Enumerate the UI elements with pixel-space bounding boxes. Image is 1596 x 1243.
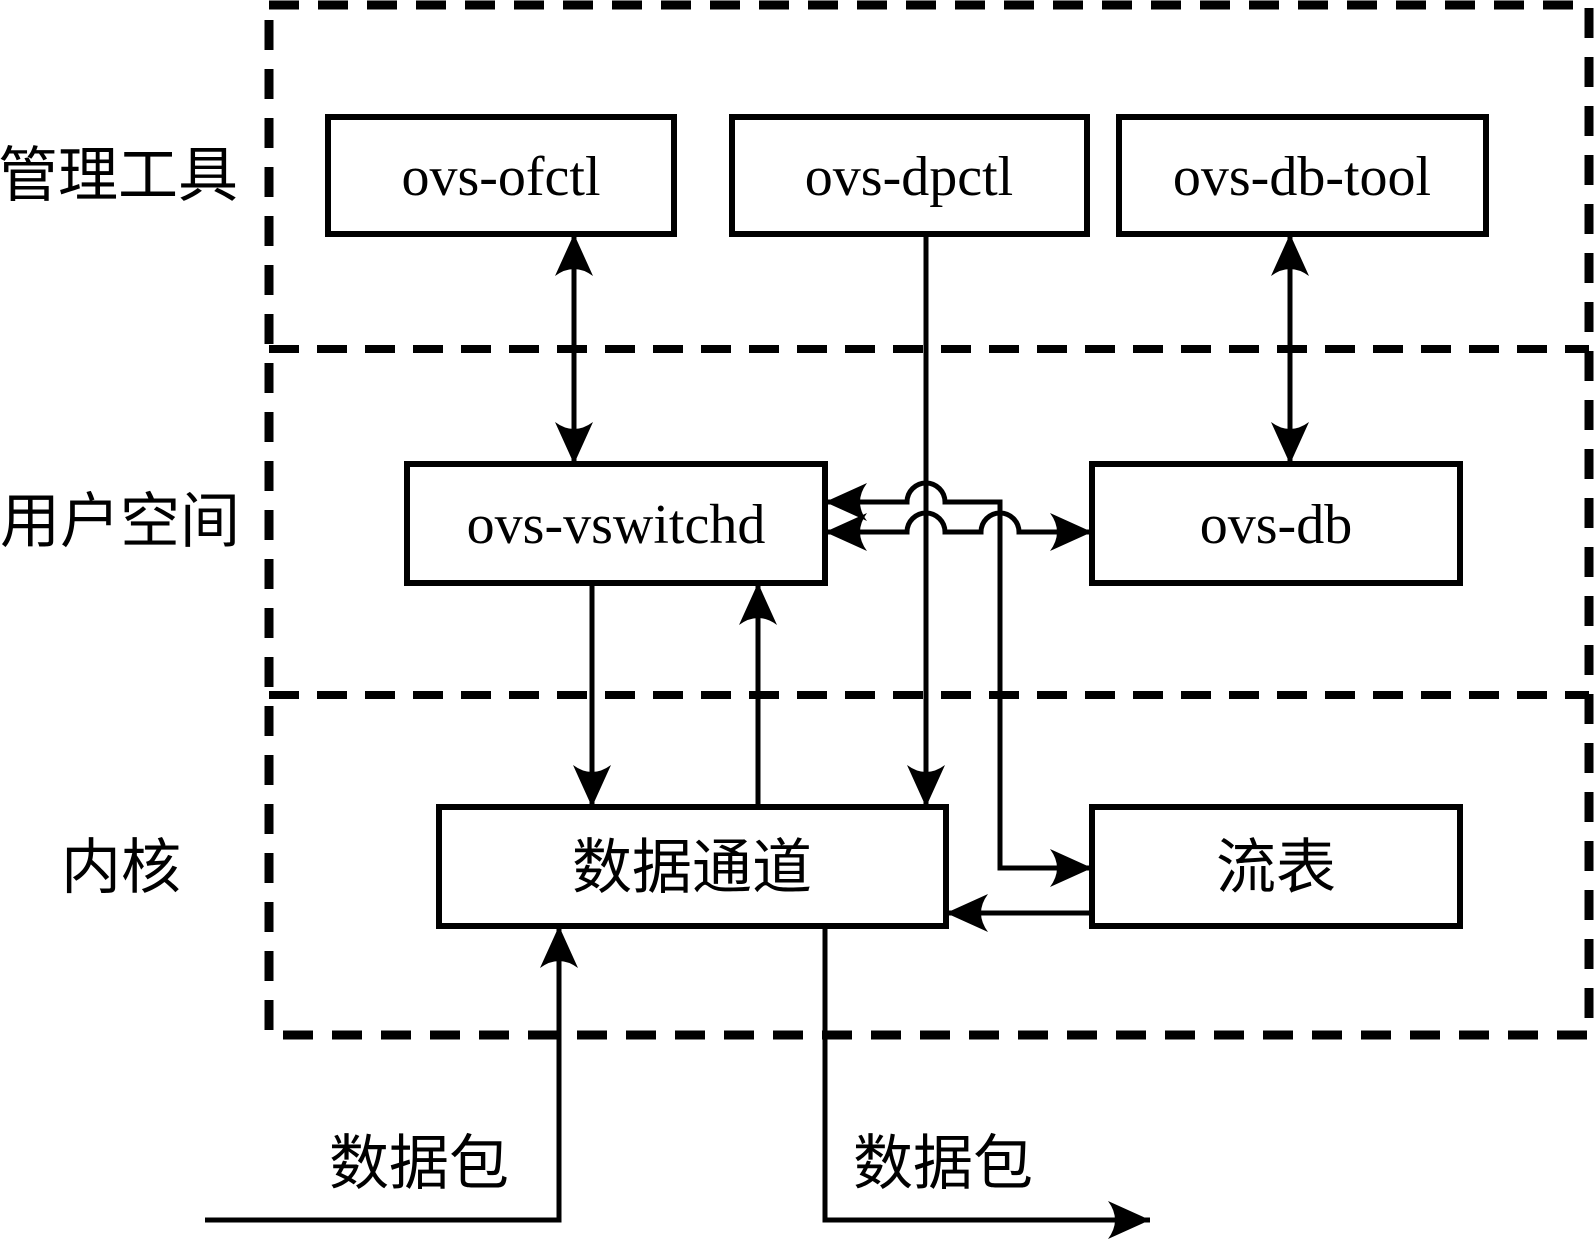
flow-table-label: 流表 <box>1216 835 1336 901</box>
edges <box>205 234 1309 1239</box>
ovs-db-tool-label: ovs-db-tool <box>1173 146 1431 208</box>
layer-label-kernel: 内核 <box>61 835 181 901</box>
edge-vswitchd-flowtable <box>825 480 1092 887</box>
outer-dashed-boundary <box>264 0 1594 1040</box>
node-ovs-ofctl: ovs-ofctl <box>325 114 677 237</box>
layer-label-userspace: 用户空间 <box>0 489 240 555</box>
node-ovs-vswitchd: ovs-vswitchd <box>404 461 828 586</box>
data-channel-box <box>436 804 949 929</box>
node-ovs-db: ovs-db <box>1089 461 1463 586</box>
flow-table-box <box>1089 804 1463 929</box>
ovs-db-box <box>1089 461 1463 586</box>
ovs-ofctl-label: ovs-ofctl <box>401 146 600 208</box>
edge-vswitchd-ovsdb <box>825 510 1092 551</box>
edge-packet-out <box>822 926 1150 1239</box>
node-flow-table: 流表 <box>1089 804 1463 929</box>
ovs-dpctl-label: ovs-dpctl <box>805 146 1013 208</box>
packet-in-label: 数据包 <box>329 1131 509 1197</box>
ovs-vswitchd-label: ovs-vswitchd <box>467 494 766 556</box>
data-channel-label: 数据通道 <box>572 835 812 901</box>
node-ovs-dpctl: ovs-dpctl <box>729 114 1090 237</box>
ovs-db-tool-box <box>1116 114 1489 237</box>
ovs-db-label: ovs-db <box>1200 494 1352 556</box>
ovs-vswitchd-box <box>404 461 828 586</box>
packet-out-label: 数据包 <box>853 1131 1033 1197</box>
edge-packet-in <box>205 926 578 1223</box>
layer-label-management: 管理工具 <box>0 143 238 209</box>
node-ovs-db-tool: ovs-db-tool <box>1116 114 1489 237</box>
node-data-channel: 数据通道 <box>436 804 949 929</box>
ovs-dpctl-box <box>729 114 1090 237</box>
ovs-ofctl-box <box>325 114 677 237</box>
